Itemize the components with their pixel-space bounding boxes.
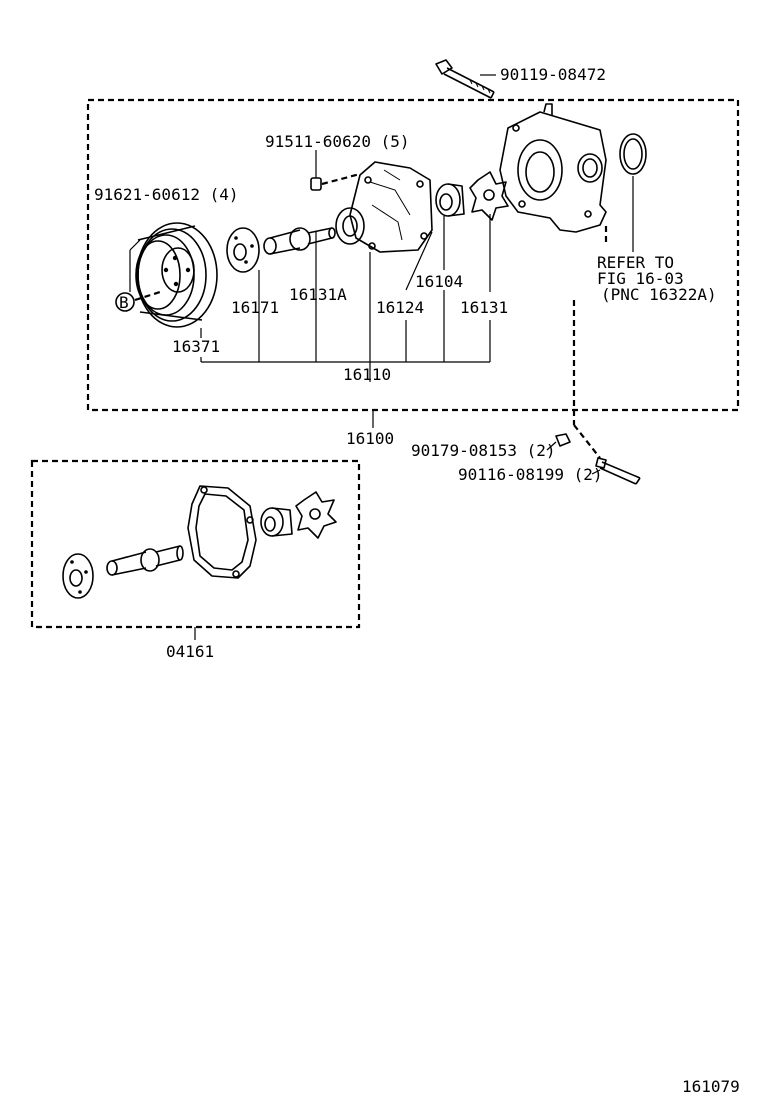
kit-seal bbox=[260, 507, 293, 537]
kit-flange bbox=[62, 553, 94, 599]
pump-housing bbox=[499, 103, 607, 233]
label-bolt-pump: 91511-60620 (5) bbox=[265, 132, 410, 151]
marker-b-text: B bbox=[119, 293, 129, 312]
label-bolt-top: 90119-08472 bbox=[500, 65, 606, 84]
label-refer-3: (PNC 16322A) bbox=[601, 285, 717, 304]
label-stud: 90116-08199 (2) bbox=[458, 465, 603, 484]
label-16371: 16371 bbox=[172, 337, 220, 356]
impeller-16131 bbox=[469, 171, 509, 221]
assembly-16100-boundary bbox=[86, 98, 740, 412]
label-refer-2: FIG 16-03 bbox=[597, 269, 684, 288]
kit-impeller bbox=[295, 491, 337, 539]
pump-body-16124 bbox=[335, 161, 433, 253]
label-nut: 90179-08153 (2) bbox=[411, 441, 556, 460]
stud-90116-08199 bbox=[573, 424, 641, 485]
label-16131: 16131 bbox=[460, 298, 508, 317]
label-16124: 16124 bbox=[376, 298, 424, 317]
kit-bearing-shaft bbox=[106, 545, 184, 576]
label-kit: 04161 bbox=[166, 642, 214, 661]
nut-90179-08153 bbox=[546, 300, 576, 451]
o-ring bbox=[619, 133, 647, 175]
bolt-90119-08472 bbox=[435, 59, 496, 99]
kit-gasket bbox=[187, 485, 257, 579]
bolt-91511-60620 bbox=[310, 150, 361, 191]
marker-b: B bbox=[115, 290, 161, 312]
label-16104: 16104 bbox=[415, 272, 463, 291]
label-bolt-pulley: 91621-60612 (4) bbox=[94, 185, 239, 204]
label-16100: 16100 bbox=[346, 429, 394, 448]
leader-lines bbox=[129, 176, 634, 428]
label-16110: 16110 bbox=[343, 365, 391, 384]
label-16171: 16171 bbox=[231, 298, 279, 317]
seal-16104 bbox=[435, 183, 465, 217]
pulley-16371 bbox=[135, 222, 218, 328]
figure-number: 161079 bbox=[682, 1077, 740, 1096]
label-16131a: 16131A bbox=[289, 285, 347, 304]
kit-04161-boundary bbox=[30, 459, 361, 629]
flange-16171 bbox=[226, 227, 260, 273]
label-refer-1: REFER TO bbox=[597, 253, 674, 272]
bearing-shaft-16131a bbox=[263, 227, 336, 255]
